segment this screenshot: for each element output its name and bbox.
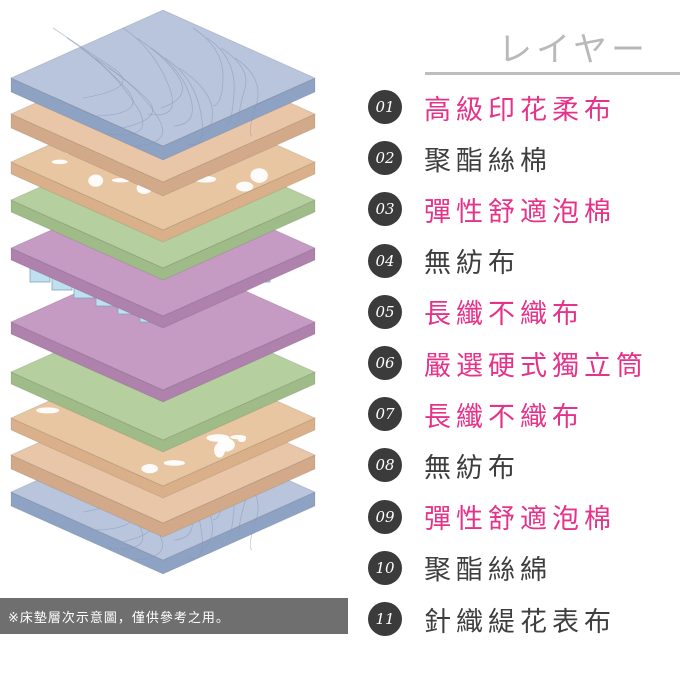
layer-number-badge: 10: [368, 550, 402, 585]
layer-label: 無紡布: [424, 452, 520, 484]
layer-item-09: 09 彈性舒適泡棉: [368, 497, 616, 537]
layer-item-04: 04 無紡布: [368, 241, 520, 281]
layer-item-11: 11 針織緹花表布: [368, 599, 616, 639]
layer-label: 長纖不織布: [424, 299, 584, 331]
layer-number-badge: 06: [368, 346, 402, 380]
layer-item-05: 05 長纖不織布: [368, 292, 584, 332]
layer-item-03: 03 彈性舒適泡棉: [368, 189, 616, 229]
layer-number-badge: 03: [368, 192, 402, 227]
layer-number-badge: 08: [368, 448, 402, 483]
layer-label: 無紡布: [424, 248, 520, 280]
layer-label: 彈性舒適泡棉: [424, 196, 616, 228]
layer-label: 長纖不織布: [424, 401, 584, 433]
layer-item-06: 06 嚴選硬式獨立筒: [368, 343, 648, 383]
layer-item-01: 01 高級印花柔布: [368, 87, 616, 127]
layer-number-badge: 07: [368, 397, 402, 432]
layer-label: 針織緹花表布: [424, 606, 616, 638]
layer-label: 聚酯絲綿: [424, 555, 552, 587]
layer-number-badge: 02: [368, 141, 402, 176]
layer-label: 嚴選硬式獨立筒: [424, 350, 648, 382]
layer-label: 彈性舒適泡棉: [424, 504, 616, 536]
layer-number-badge: 09: [368, 499, 402, 534]
title-divider: [425, 72, 680, 75]
layer-number-badge: 04: [368, 243, 402, 278]
disclaimer-note: ※床墊層次示意圖，僅供參考之用。: [0, 598, 348, 634]
layer-label: 聚酯絲棉: [424, 145, 552, 177]
layer-number-badge: 11: [368, 602, 402, 636]
mattress-layer-illustration: [9, 9, 317, 575]
layer-shape-01: [9, 9, 317, 161]
layer-item-10: 10 聚酯絲綿: [368, 548, 552, 588]
layer-item-07: 07 長纖不織布: [368, 394, 584, 434]
layer-item-02: 02 聚酯絲棉: [368, 138, 552, 178]
layer-item-08: 08 無紡布: [368, 445, 520, 485]
layer-label: 高級印花柔布: [424, 94, 616, 126]
layer-number-badge: 05: [368, 294, 402, 329]
page-title: レイヤー: [498, 30, 649, 70]
layer-number-badge: 01: [368, 90, 402, 124]
